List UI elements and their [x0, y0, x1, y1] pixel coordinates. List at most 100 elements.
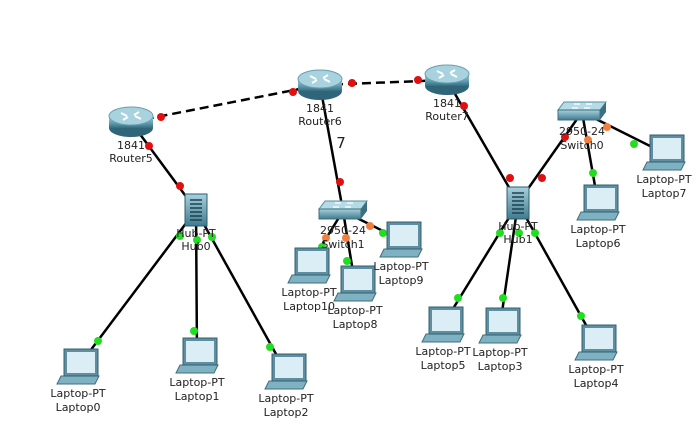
laptop-icon: [574, 351, 618, 361]
port-status-down-icon: [348, 79, 356, 87]
device-name-label: Laptop8: [333, 318, 378, 331]
port-status-up-icon: [589, 169, 597, 177]
laptop-icon: [287, 274, 331, 284]
laptop-icon: [56, 375, 100, 385]
device-model-label: Hub-PT: [498, 220, 538, 233]
port-status-blocking-icon: [584, 136, 592, 144]
port-status-down-icon: [157, 113, 165, 121]
device-name-label: Laptop2: [264, 406, 309, 419]
port-status-up-icon: [515, 229, 523, 237]
laptop-icon: [379, 248, 423, 258]
port-status-down-icon: [460, 102, 468, 110]
link-router7-hub1[interactable]: [445, 79, 520, 204]
device-model-label: Laptop-PT: [281, 286, 336, 299]
device-model-label: 2950-24: [559, 125, 605, 138]
hub-icon: [184, 193, 208, 227]
device-name-label: Laptop1: [175, 390, 220, 403]
laptop-icon: [478, 334, 522, 344]
laptop-icon: [642, 161, 686, 171]
port-status-up-icon: [577, 312, 585, 320]
port-status-up-icon: [499, 294, 507, 302]
device-name-label: Hub0: [181, 240, 210, 253]
device-model-label: Laptop-PT: [636, 173, 691, 186]
port-status-up-icon: [379, 229, 387, 237]
laptop-icon: [175, 364, 219, 374]
device-model-label: Laptop-PT: [415, 345, 470, 358]
devices-layer: 1841Router51841Router61841Router7Hub-PTH…: [50, 64, 692, 419]
device-model-label: Hub-PT: [176, 227, 216, 240]
device-name-label: Laptop7: [642, 187, 687, 200]
link-annotation: 7: [336, 134, 346, 152]
link-hub1-laptop3[interactable]: [498, 202, 520, 327]
device-name-label: Laptop4: [574, 377, 619, 390]
port-status-down-icon: [561, 133, 569, 141]
device-name-label: Laptop9: [379, 274, 424, 287]
port-status-up-icon: [208, 233, 216, 241]
device-model-label: Laptop-PT: [169, 376, 224, 389]
device-model-label: Laptop-PT: [568, 363, 623, 376]
laptop-icon: [264, 380, 308, 390]
port-status-down-icon: [506, 174, 514, 182]
device-model-label: Laptop-PT: [472, 346, 527, 359]
device-name-label: Hub1: [503, 233, 532, 246]
link-router6-switch1[interactable]: [318, 84, 345, 212]
device-name-label: Laptop0: [56, 401, 101, 414]
port-status-blocking-icon: [603, 123, 611, 131]
device-name-label: Router7: [425, 110, 468, 123]
hub-icon: [506, 186, 530, 220]
port-status-up-icon: [496, 229, 504, 237]
port-status-up-icon: [266, 343, 274, 351]
device-model-label: 1841: [433, 97, 461, 110]
port-status-down-icon: [538, 174, 546, 182]
port-status-down-icon: [414, 76, 422, 84]
link-hub1-laptop5[interactable]: [441, 202, 520, 326]
laptop-icon: [421, 333, 465, 343]
laptop-icon: [576, 211, 620, 221]
port-status-blocking-icon: [322, 234, 330, 242]
device-model-label: Laptop-PT: [327, 304, 382, 317]
device-name-label: Router5: [109, 152, 152, 165]
device-model-label: 1841: [306, 102, 334, 115]
device-model-label: 1841: [117, 139, 145, 152]
port-status-up-icon: [531, 229, 539, 237]
device-name-label: Laptop10: [283, 300, 335, 313]
device-model-label: Laptop-PT: [258, 392, 313, 405]
port-status-blocking-icon: [342, 234, 350, 242]
device-name-label: Laptop3: [478, 360, 523, 373]
device-model-label: Laptop-PT: [570, 223, 625, 236]
device-name-label: Switch1: [321, 238, 364, 251]
switch-icon: [318, 200, 368, 210]
port-status-up-icon: [343, 257, 351, 265]
port-status-down-icon: [176, 182, 184, 190]
device-model-label: 2950-24: [320, 224, 366, 237]
port-status-down-icon: [336, 178, 344, 186]
laptop-icon: [333, 292, 377, 302]
switch-icon: [557, 101, 607, 111]
port-status-up-icon: [454, 294, 462, 302]
device-model-label: Laptop-PT: [50, 387, 105, 400]
port-status-up-icon: [94, 337, 102, 345]
link-hub1-laptop4[interactable]: [516, 202, 598, 344]
device-model-label: Laptop-PT: [373, 260, 428, 273]
device-name-label: Switch0: [560, 139, 603, 152]
port-status-down-icon: [289, 88, 297, 96]
